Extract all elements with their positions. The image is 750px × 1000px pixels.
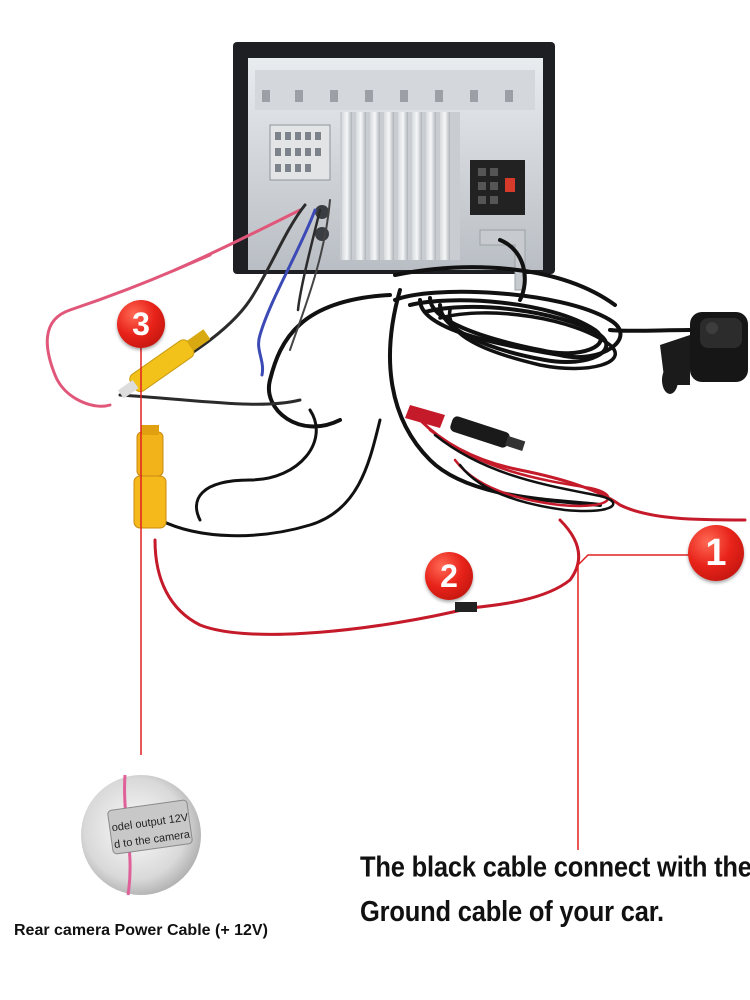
ground-cable-caption: The black cable connect with the Ground … xyxy=(360,845,750,935)
pointer-lines xyxy=(140,348,690,850)
marker-3: 3 xyxy=(117,300,165,348)
rca-connectors xyxy=(117,329,211,529)
marker-1: 1 xyxy=(688,525,744,581)
rear-camera xyxy=(660,312,748,394)
power-cable-label: Rear camera Power Cable (+ 12V) xyxy=(14,922,268,939)
marker-2: 2 xyxy=(425,552,473,600)
caption-line-2: Ground cable of your car. xyxy=(360,896,664,928)
camera-cable-coil xyxy=(158,238,692,538)
power-cable-inset: odel output 12V d to the camera xyxy=(81,774,201,896)
power-wire xyxy=(45,208,302,408)
caption-line-1: The black cable connect with the xyxy=(360,851,750,884)
camera-plug xyxy=(405,405,526,451)
head-unit xyxy=(233,42,555,291)
camera-power-cable xyxy=(153,418,747,636)
